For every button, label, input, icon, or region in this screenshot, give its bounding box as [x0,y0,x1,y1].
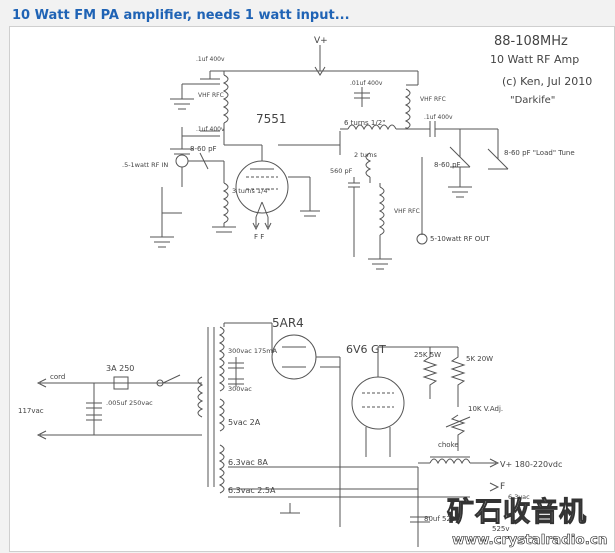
label-filament-f: F [500,482,505,492]
label-cap-top1: .1uf 400v [196,56,225,63]
post-title[interactable]: 10 Watt FM PA amplifier, needs 1 watt in… [12,8,350,23]
label-choke: choke [438,441,459,449]
header-author: (c) Ken, Jul 2010 [502,75,592,88]
label-cap-005: .005uf 250vac [106,399,153,407]
label-rf-in: .5-1watt RF IN [122,161,168,169]
label-vplus-out: V+ 180-220vdc [500,460,562,469]
label-cap-300-1: 300vac 175mA [228,347,278,355]
label-cap-trim-tune: 8-60 pF "Load" Tune [504,149,575,157]
label-vhf-rfc-lower: VHF RFC [394,208,420,215]
label-vhf-rfc-right: VHF RFC [420,96,446,103]
label-cap-trim-load: 8-60 pF [434,161,461,169]
label-tube-top: 7551 [256,112,287,126]
watermark-cn: 矿石收音机 [447,497,587,529]
label-cap-trim-in: 8-60 pF [190,145,217,153]
label-coil-6turns: 6 turns 1/2" [344,119,385,127]
label-cap-bottom: 80uf 525v [424,515,460,523]
label-cap-top2: .1uf 400v [196,126,225,133]
label-mains: 117vac [18,407,44,415]
label-resistor-25k: 25K 5W [414,351,441,359]
label-heater-out: 6.3vac [508,493,530,501]
label-rect-tube: 5AR4 [272,316,304,330]
label-coil-3turns: 3 turns 1/4" [232,187,270,195]
label-cap-300-2: 300vac [228,385,252,393]
label-vplus-top: V+ [314,36,328,46]
label-out-tube: 6V6 GT [346,343,386,356]
label-coil-2turns: 2 turns [354,151,378,159]
label-pot-10k: 10K V.Adj. [468,405,503,413]
header-title: 10 Watt RF Amp [490,53,579,66]
label-rf-out: 5-10watt RF OUT [430,235,490,243]
label-filament: F F [254,233,264,241]
label-vhf-rfc-left: VHF RFC [198,92,224,99]
label-voltage-5vac: 5vac 2A [228,418,261,427]
label-heater-25a: 6.3vac 2.5A [228,486,276,495]
label-cap-560: 560 pF [330,167,353,175]
label-cap-bottom2: 525v [492,525,510,533]
watermark-url: www.crystalradio.cn [452,532,608,549]
label-cap-01: .01uf 400v [350,80,383,87]
label-resistor-5k: 5K 20W [466,355,493,363]
label-fuse: 3A 250 [106,364,134,373]
schematic-image-frame: 88-108MHz 10 Watt RF Amp (c) Ken, Jul 20… [9,26,615,552]
label-cap-1uf-right: .1uf 400v [424,114,453,121]
label-heater-8a: 6.3vac 8A [228,458,268,467]
header-nick: "Darkife" [510,95,555,106]
label-power-cord: cord [50,373,65,381]
schematic-drawing: 88-108MHz 10 Watt RF Amp (c) Ken, Jul 20… [18,34,592,547]
header-freq: 88-108MHz [494,34,568,49]
